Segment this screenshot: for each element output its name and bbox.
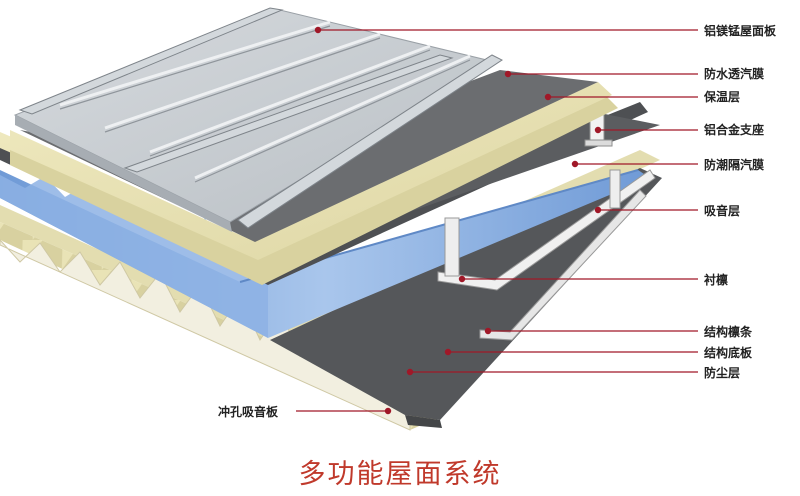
- label-insulation: 保温层: [704, 90, 741, 104]
- label-structural-purlin: 结构檩条: [704, 325, 753, 339]
- diagram-title: 多功能屋面系统: [298, 459, 502, 490]
- leader-perforated-panel-dot: [384, 407, 392, 415]
- label-structural-deck: 结构底板: [704, 346, 753, 360]
- label-purlin-liner: 衬檩: [704, 273, 729, 287]
- label-aluminum-support: 铝合金支座: [704, 123, 765, 137]
- label-acoustic-layer: 吸音层: [704, 204, 741, 218]
- leader-waterproof-membrane-dot: [504, 70, 512, 78]
- insulation-layer: [10, 82, 618, 285]
- leader-vapor-barrier-dot: [571, 160, 579, 168]
- label-roof-panel: 铝镁锰屋面板: [704, 24, 777, 38]
- label-perforated-panel: 冲孔吸音板: [218, 405, 279, 419]
- label-dust-layer: 防尘层: [704, 366, 741, 380]
- leader-acoustic-layer-dot: [594, 206, 602, 214]
- roof-panel-layer: [13, 7, 503, 232]
- leader-roof-panel-dot: [314, 26, 322, 34]
- label-vapor-barrier: 防潮隔汽膜: [704, 158, 765, 172]
- purlin-support-bracket: [444, 217, 460, 277]
- leader-dust-layer-dot: [406, 368, 414, 376]
- leader-purlin-liner-dot: [458, 275, 466, 283]
- leader-structural-purlin-dot: [484, 327, 492, 335]
- leader-aluminum-support-dot: [594, 126, 602, 134]
- leader-insulation-dot: [544, 93, 552, 101]
- label-waterproof-membrane: 防水透汽膜: [704, 67, 765, 81]
- leader-lines: [296, 26, 698, 415]
- leader-structural-deck-dot: [444, 348, 452, 356]
